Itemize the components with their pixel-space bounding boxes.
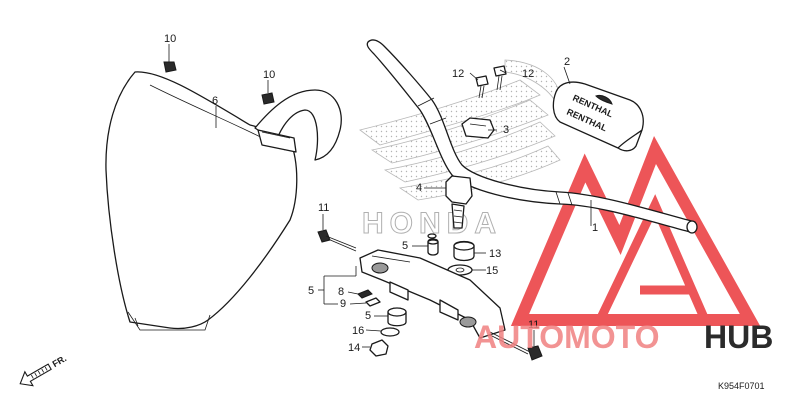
bolt-10-lower xyxy=(261,84,275,105)
bolt-12-right xyxy=(493,65,507,91)
callout-1: 1 xyxy=(592,222,598,234)
handlebar-pad: RENTHAL RENTHAL xyxy=(552,81,644,152)
bolt-10-upper xyxy=(163,54,177,73)
callout-11: 11 xyxy=(528,319,539,331)
nut-14 xyxy=(369,339,389,357)
watermark-text-right: HUB xyxy=(704,319,773,355)
callout-12: 12 xyxy=(452,68,464,80)
bolt-11-right xyxy=(489,331,543,361)
handlebar xyxy=(366,39,698,234)
callout-4: 4 xyxy=(416,182,422,194)
callout-5: 5 xyxy=(402,240,408,252)
rubber-8 xyxy=(357,289,373,299)
collar-5-lower xyxy=(387,307,407,327)
washer-9 xyxy=(365,297,381,307)
front-label: FR. xyxy=(51,353,69,369)
bolt-11-left xyxy=(317,229,357,252)
callout-3: 3 xyxy=(503,124,509,136)
callout-16: 16 xyxy=(352,325,364,337)
rubber-bushing-13 xyxy=(453,240,475,262)
watermark-text-left: AUTOMOTO xyxy=(474,319,659,355)
callout-9: 9 xyxy=(340,298,346,310)
leader-lines xyxy=(168,44,592,348)
watermark-logo-icon xyxy=(510,135,761,326)
collar-5-upper-b xyxy=(427,233,437,239)
front-number-plate xyxy=(105,71,342,331)
upper-holder-clamp xyxy=(461,117,495,139)
bolt-12-left xyxy=(475,75,489,99)
callout-10: 10 xyxy=(164,33,176,45)
washer-16 xyxy=(380,327,400,337)
diagram-reference-code: K954F0701 xyxy=(718,381,765,391)
callout-6: 5 xyxy=(308,285,314,297)
front-direction-indicator: FR. xyxy=(19,353,69,387)
callout-13: 13 xyxy=(489,248,501,260)
callout-12: 12 xyxy=(522,68,534,80)
callouts: 10 10 6 2 12 12 3 4 1 11 5 13 15 5 8 9 5… xyxy=(164,33,598,354)
callout-15: 15 xyxy=(486,265,498,277)
callout-11: 11 xyxy=(318,202,329,214)
callout-5: 5 xyxy=(365,310,371,322)
watermark: AUTOMOTO HUB xyxy=(474,319,773,355)
callout-2: 2 xyxy=(564,56,570,68)
callout-8: 8 xyxy=(338,286,344,298)
callout-14: 14 xyxy=(348,342,360,354)
callout-10: 10 xyxy=(263,69,275,81)
lower-holder xyxy=(445,175,473,229)
top-bridge xyxy=(359,249,506,339)
collar-5-upper xyxy=(427,238,439,256)
callout-7: 6 xyxy=(212,95,218,107)
